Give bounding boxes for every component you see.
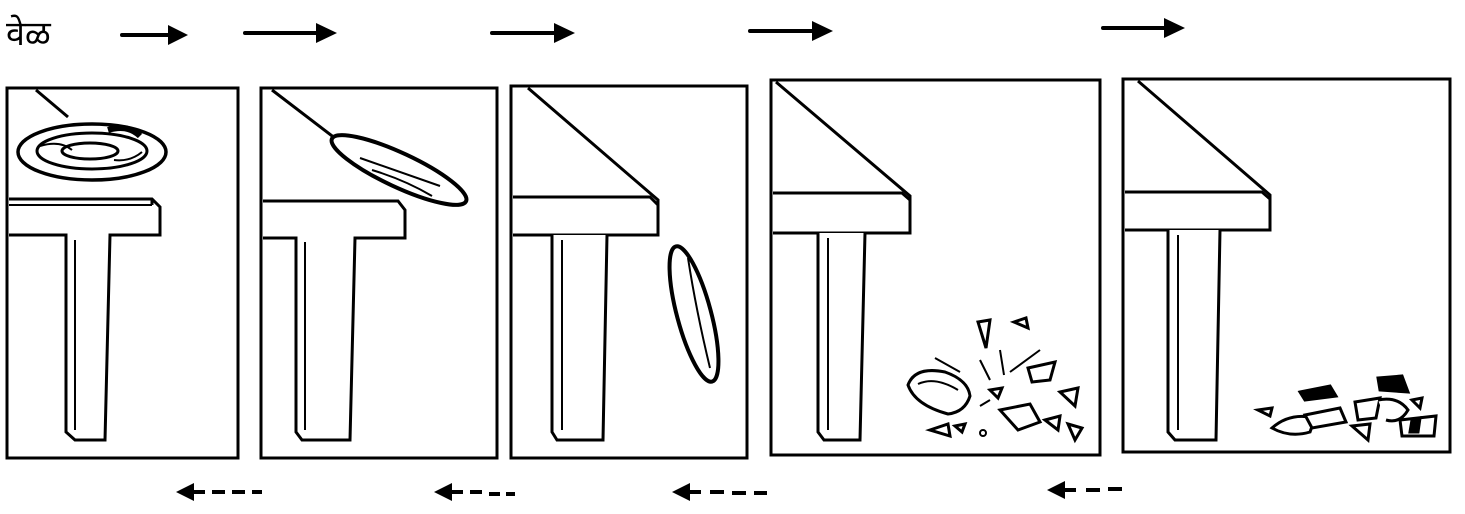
panel-4 (771, 80, 1100, 455)
backward-arrow-icon (434, 483, 515, 501)
backward-arrows (176, 481, 1122, 501)
forward-arrows (122, 18, 1185, 45)
time-label: वेळ (6, 14, 51, 54)
panel-3 (511, 86, 747, 458)
backward-arrow-icon (176, 483, 262, 501)
forward-arrow-icon (122, 25, 188, 45)
forward-arrow-icon (750, 21, 833, 41)
forward-arrow-icon (1103, 18, 1185, 38)
panel-1 (7, 88, 238, 458)
backward-arrow-icon (672, 483, 767, 501)
forward-arrow-icon (492, 23, 575, 43)
panel-5 (1123, 79, 1450, 452)
backward-arrow-icon (1047, 481, 1122, 499)
plate-icon (18, 124, 166, 180)
forward-arrow-icon (245, 23, 337, 43)
panel-2 (261, 88, 497, 458)
